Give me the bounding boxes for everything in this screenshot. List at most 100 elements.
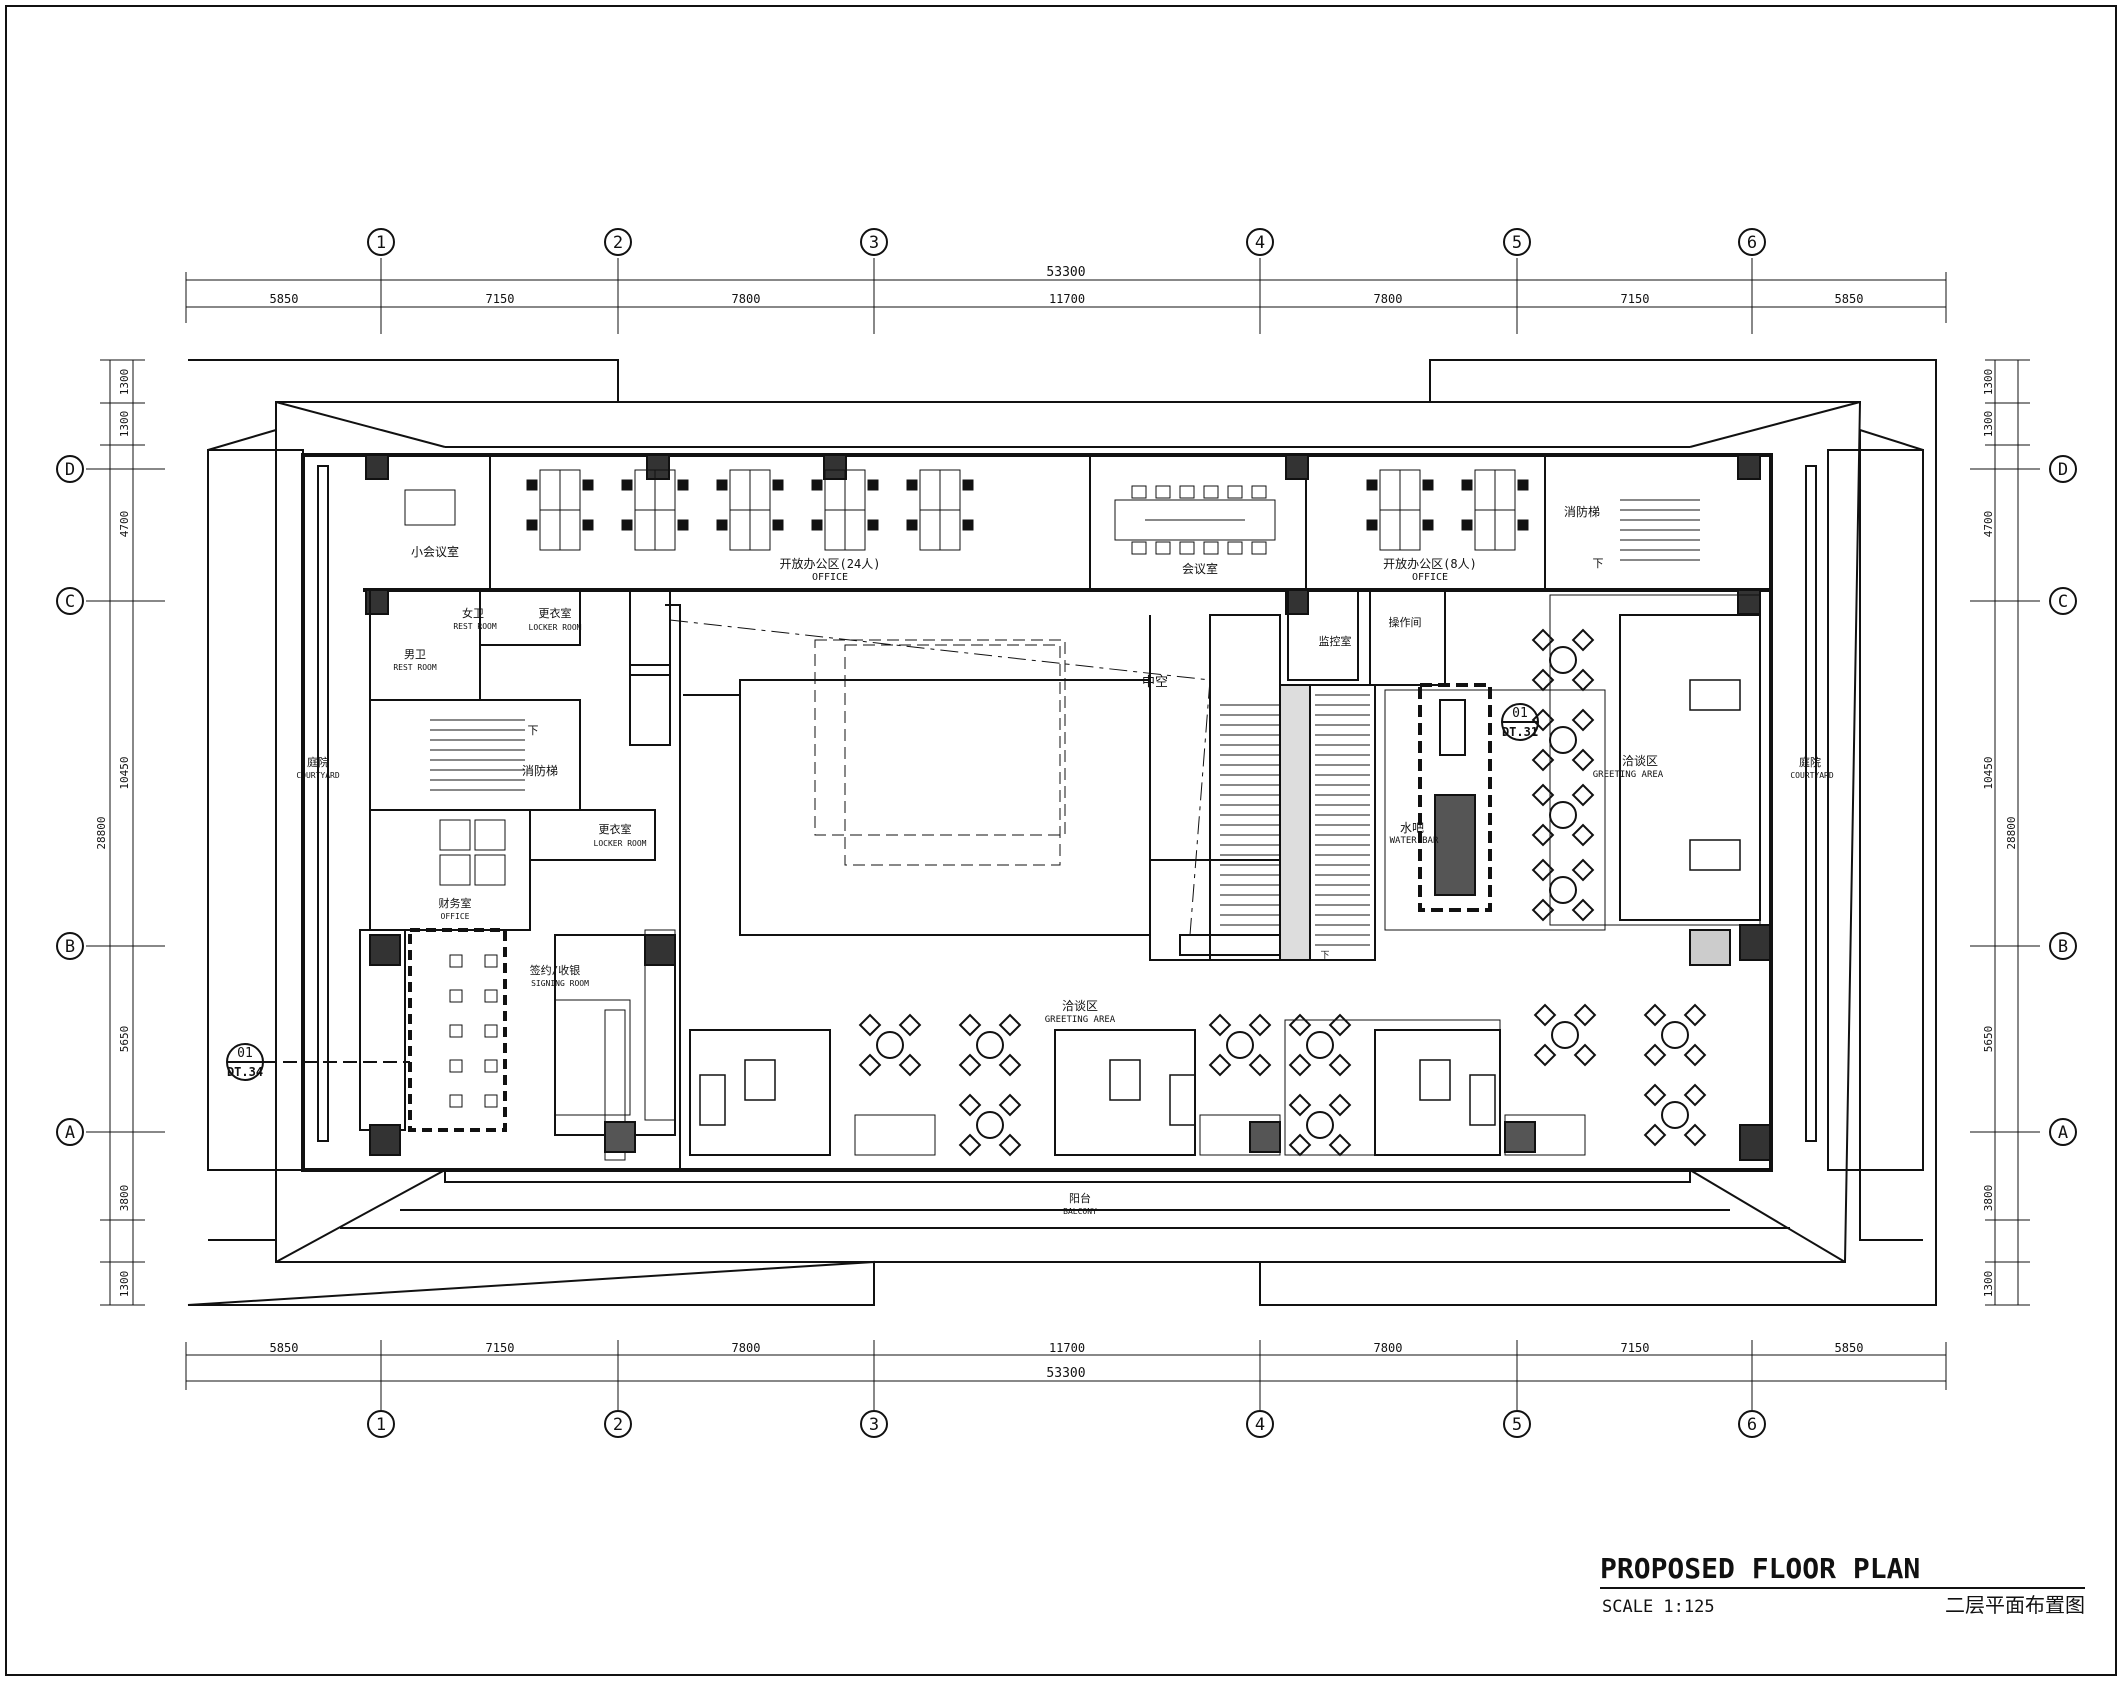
dim-seg-1: 5850	[270, 292, 299, 306]
desk	[539, 509, 561, 551]
dim-total-top: 53300	[1046, 265, 1085, 280]
table-chair	[1683, 1043, 1707, 1067]
round-table	[1549, 646, 1577, 674]
dim-v-r5: 5650	[1982, 1026, 1995, 1053]
room-water-bar-en: WATER BAR	[1390, 836, 1439, 846]
room-courtyard-cn-right: 庭院	[1799, 755, 1821, 769]
callout-dt31-ref: DT.31	[1502, 725, 1538, 739]
grid-col-5: 5	[1512, 233, 1522, 253]
chair	[1131, 541, 1147, 555]
table-chair	[1288, 1133, 1312, 1157]
desk	[749, 509, 771, 551]
dim-v-r2: 1300	[1982, 411, 1995, 438]
dim-seg-7: 5850	[1835, 292, 1864, 306]
dim-v-1: 1300	[118, 369, 131, 396]
desk	[439, 854, 471, 886]
grid-bubbles-left: D C B A	[56, 455, 84, 1146]
room-greeting-cn-1: 洽谈区	[1062, 999, 1098, 1013]
round-table	[1549, 801, 1577, 829]
chair	[677, 479, 689, 491]
grid-col-3b: 3	[869, 1415, 879, 1435]
grid-ticks	[86, 258, 2040, 1410]
chair	[1517, 479, 1529, 491]
grid-col-4: 4	[1255, 233, 1265, 253]
callout-dt31: 01 DT.31	[1501, 703, 1539, 741]
desk	[729, 509, 751, 551]
room-finance-en: OFFICE	[441, 912, 470, 921]
dim-v-total: 28800	[95, 816, 108, 849]
room-locker-en-1: LOCKER ROOM	[529, 623, 582, 632]
desk	[439, 819, 471, 851]
lounge-sofa	[744, 1059, 776, 1101]
meeting-table	[1114, 499, 1276, 541]
room-courtyard-en-left: COURTYARD	[296, 771, 340, 780]
dim-v-3: 4700	[118, 511, 131, 538]
round-table	[1549, 876, 1577, 904]
room-water-bar-cn: 水吧	[1400, 821, 1424, 835]
desk	[1494, 469, 1516, 511]
table-chair	[1643, 1083, 1667, 1107]
lounge-sofa	[1169, 1074, 1196, 1126]
table-chair	[858, 1053, 882, 1077]
callout-dt34-num: 01	[237, 1046, 253, 1061]
lounge-sofa	[1469, 1074, 1496, 1126]
chair	[449, 1094, 463, 1108]
grid-row-D-r: D	[2058, 460, 2068, 480]
table-chair	[1531, 858, 1555, 882]
dim-seg-6: 7150	[1621, 292, 1650, 306]
central-stairs	[1220, 694, 1370, 946]
chair	[1366, 479, 1378, 491]
stair-core	[1209, 589, 1446, 961]
chair	[906, 479, 918, 491]
dim-seg-2b: 7150	[486, 1341, 515, 1355]
table-chair	[1643, 1123, 1667, 1147]
table-chair	[898, 1013, 922, 1037]
dim-seg-1b: 5850	[270, 1341, 299, 1355]
chair	[1227, 541, 1243, 555]
table-chair	[1571, 823, 1595, 847]
grid-col-1b: 1	[376, 1415, 386, 1435]
room-greeting-cn-2: 洽谈区	[1622, 754, 1658, 768]
chair	[962, 479, 974, 491]
dim-seg-3b: 7800	[732, 1341, 761, 1355]
chair	[811, 479, 823, 491]
dimension-lines	[109, 272, 2019, 1390]
chair	[716, 479, 728, 491]
desk	[539, 469, 561, 511]
room-rest-room-1: REST ROOM	[453, 622, 497, 631]
desk	[1399, 509, 1421, 551]
left-stair	[430, 499, 1700, 791]
table-chair	[998, 1013, 1022, 1037]
chair	[1422, 479, 1434, 491]
chair	[526, 479, 538, 491]
desk	[1379, 509, 1401, 551]
dim-v-2: 1300	[118, 411, 131, 438]
plan-scale: SCALE 1:125	[1602, 1597, 1715, 1617]
small-meeting-table	[404, 489, 456, 526]
chair	[449, 989, 463, 1003]
chair	[1179, 541, 1195, 555]
desk	[844, 469, 866, 511]
down-label-left: 下	[528, 724, 539, 737]
chair	[716, 519, 728, 531]
desk	[559, 509, 581, 551]
grid-row-D: D	[65, 460, 75, 480]
chair	[449, 1059, 463, 1073]
table-chair	[1531, 668, 1555, 692]
room-courtyard-cn-left: 庭院	[307, 755, 329, 769]
chair	[1203, 485, 1219, 499]
title-block: PROPOSED FLOOR PLAN SCALE 1:125 二层平面布置图	[1600, 1552, 2085, 1617]
chair	[1203, 541, 1219, 555]
dim-seg-4b: 11700	[1049, 1341, 1085, 1355]
table-chair	[1683, 1003, 1707, 1027]
grid-row-A: A	[65, 1123, 75, 1143]
room-finance-cn: 财务室	[439, 896, 472, 910]
chair	[449, 1024, 463, 1038]
down-label-right: 下	[1593, 557, 1604, 570]
grid-row-C-r: C	[2058, 592, 2068, 612]
sheet-border	[5, 5, 2117, 1676]
table-chair	[1643, 1043, 1667, 1067]
table-chair	[1571, 668, 1595, 692]
chair	[772, 479, 784, 491]
site-outline	[187, 359, 1937, 1306]
